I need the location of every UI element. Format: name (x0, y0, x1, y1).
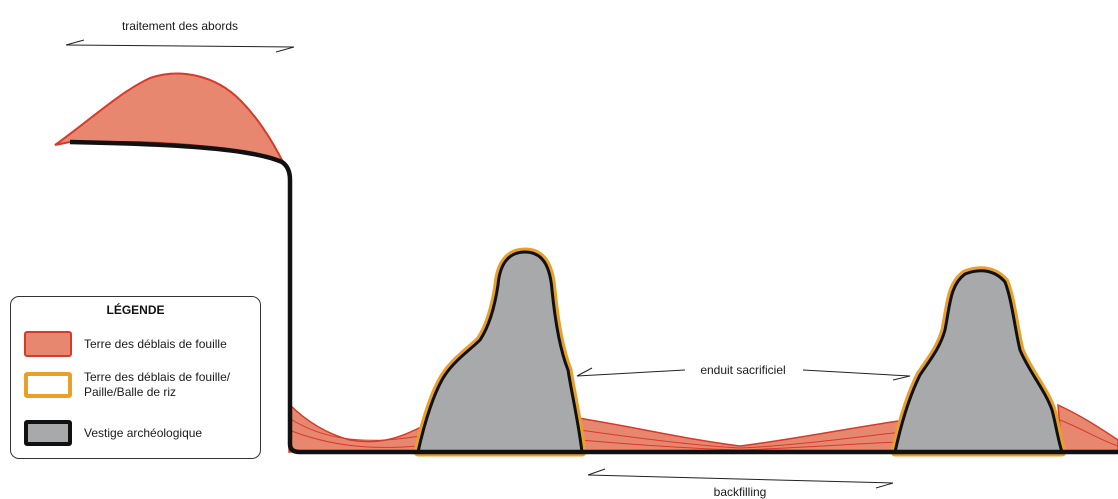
legend-item-soil: Terre des déblais de fouille (24, 331, 227, 357)
legend-title: LÉGENDE (106, 303, 165, 317)
plaster-pointer-arrows (576, 367, 911, 381)
soil-swatch-icon (24, 331, 72, 357)
backfill-soil-right (1057, 403, 1118, 453)
top-arrow-label: traitement des abords (122, 19, 238, 33)
backfill-soil-left (288, 402, 427, 453)
legend-item-mix: Terre des déblais de fouille/ Paille/Bal… (24, 370, 230, 400)
bottom-arrow-label: backfilling (714, 485, 767, 499)
legend-label: Terre des déblais de fouille/ Paille/Bal… (84, 370, 231, 399)
middle-arrow-label: enduit sacrificiel (700, 363, 785, 377)
ruin-swatch-icon (24, 420, 72, 446)
mix-swatch-icon (24, 372, 72, 398)
extent-arrow-top (65, 39, 295, 53)
extent-arrow-bottom (587, 468, 894, 489)
legend-label: Vestige archéologique (84, 425, 203, 440)
legend-label: Terre des déblais de fouille (84, 336, 227, 351)
legend: LÉGENDE Terre des déblais de fouille Ter… (10, 296, 261, 459)
legend-item-ruin: Vestige archéologique (24, 420, 202, 446)
ground-profile (69, 139, 1118, 455)
soil-heap (54, 72, 287, 166)
backfill-soil-middle (577, 417, 906, 453)
